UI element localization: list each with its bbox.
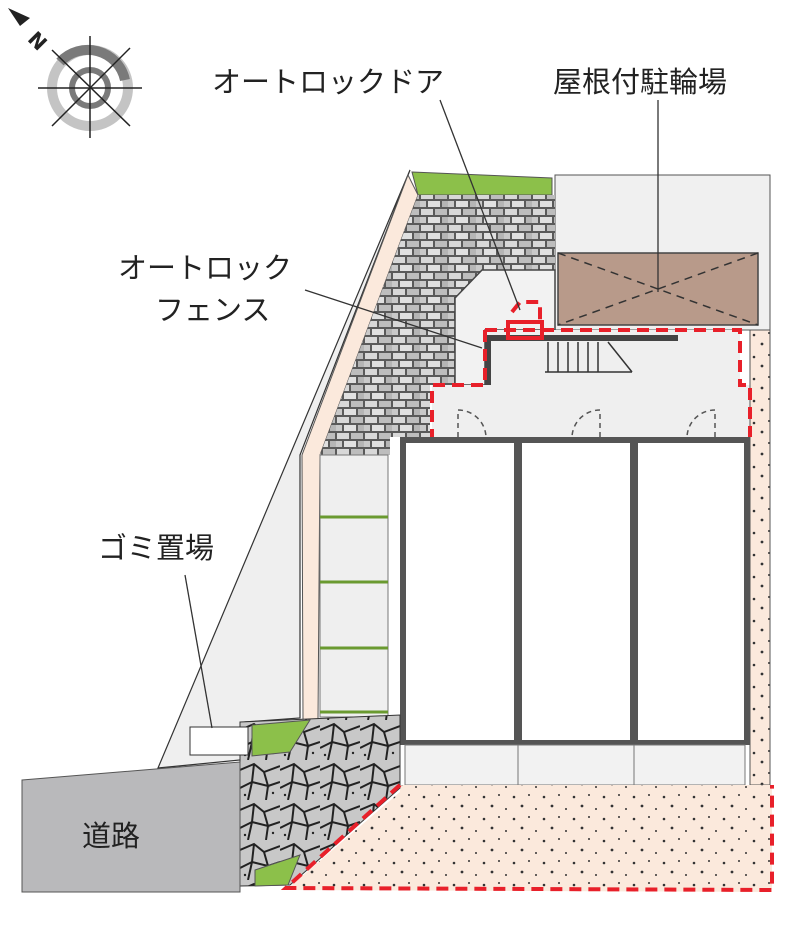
unit-1	[406, 443, 514, 740]
unit-3	[638, 443, 744, 740]
road-label: 道路	[82, 819, 140, 853]
garbage-area	[189, 726, 249, 756]
auto-lock-fence-label-1: オートロック	[118, 251, 292, 285]
building-units	[400, 409, 750, 786]
side-column	[319, 454, 389, 718]
road	[21, 761, 241, 893]
garbage-label: ゴミ置場	[98, 531, 214, 565]
green-planting-corner	[254, 854, 301, 887]
auto-lock-boundary	[280, 300, 774, 893]
green-planting-small	[251, 719, 311, 757]
compass-rose-icon: N	[8, 8, 142, 138]
auto-lock-door-label: オートロックドア	[212, 65, 444, 99]
unit-2	[522, 443, 630, 740]
auto-lock-fence	[485, 335, 678, 385]
bike-parking-label: 屋根付駐輪場	[553, 65, 727, 99]
staircase	[545, 341, 633, 373]
north-label: N	[23, 27, 52, 56]
brick-paving	[320, 195, 555, 455]
auto-lock-door	[506, 320, 544, 340]
leader-lines	[184, 99, 659, 729]
bottom-yard	[286, 785, 772, 892]
auto-lock-fence-label-2: フェンス	[155, 293, 270, 327]
right-strip	[749, 329, 771, 786]
green-planting	[411, 171, 553, 196]
common-hallway	[432, 330, 750, 437]
